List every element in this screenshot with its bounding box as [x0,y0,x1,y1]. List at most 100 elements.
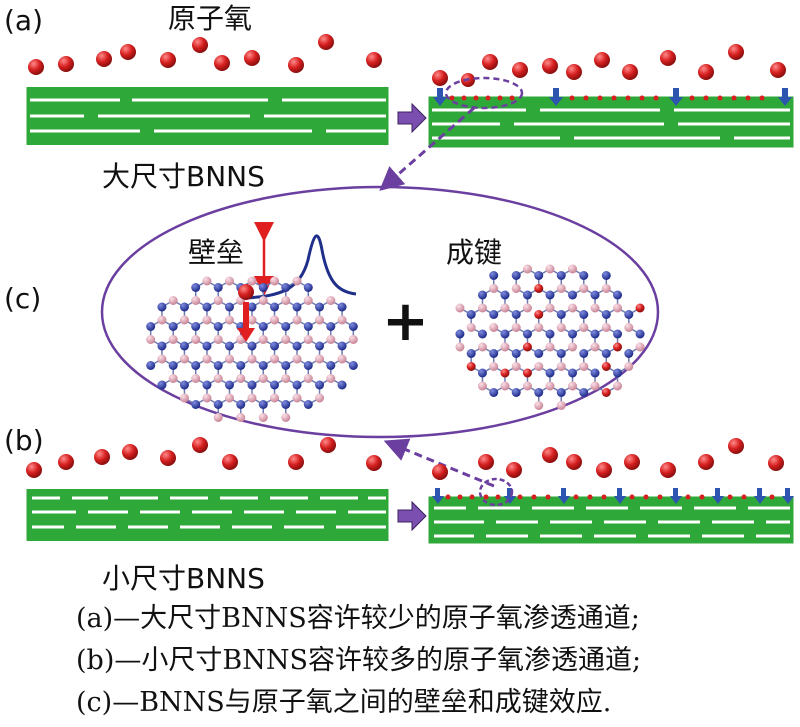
nitrogen-atom [326,361,336,370]
boron-atom [213,335,223,344]
boron-atom [303,374,313,383]
panel-label-a: (a) [4,4,43,37]
oxygen-atom [522,342,532,352]
boron-atom [489,323,499,332]
process-arrow-b [397,500,427,532]
incoming-oxygen-atom [238,284,254,300]
nitrogen-atom [489,310,499,319]
boron-atom [534,401,544,410]
boron-atom [455,342,465,352]
bn-lattice-pristine [146,276,358,422]
nitrogen-atom [601,310,611,319]
nitrogen-atom [568,290,578,300]
boron-atom [258,413,268,422]
boron-atom [303,335,313,344]
nitrogen-atom [455,329,465,339]
boron-atom [168,296,178,305]
small-bnns-label: 小尺寸BNNS [102,562,265,595]
boron-atom [179,393,189,403]
boron-atom [624,362,634,371]
nitrogen-atom [534,388,544,397]
large-bnns-label: 大尺寸BNNS [102,160,265,193]
boron-atom [455,303,465,313]
boron-atom [545,303,555,313]
nitrogen-atom [202,380,212,390]
nitrogen-atom [303,400,313,409]
penetration-arrows-a [433,88,792,106]
boron-atom [258,335,268,344]
nitrogen-atom [213,361,223,370]
oxygen-atom [613,342,623,352]
barrier-label: 壁垒 [188,236,244,269]
boron-atom [337,354,347,364]
nitrogen-atom [337,341,347,351]
nitrogen-atom [191,361,201,370]
oxygen-atom [500,368,510,378]
nitrogen-atom [348,322,358,331]
nitrogen-atom [477,329,487,339]
boron-atom [281,413,291,422]
nitrogen-atom [522,290,532,300]
boron-atom [315,393,325,403]
nitrogen-atom [191,400,201,409]
nitrogen-atom [579,310,589,319]
boron-atom [157,354,167,364]
panel-label-c: (c) [4,282,41,315]
nitrogen-atom [337,302,347,312]
boron-atom [191,296,201,305]
nitrogen-atom [292,380,302,390]
boron-atom [292,354,302,364]
boron-atom [568,264,578,274]
boron-atom [157,315,167,325]
nitrogen-atom [168,361,178,370]
nitrogen-atom [579,349,589,358]
boron-atom [315,354,325,364]
boron-atom [489,362,499,371]
boron-atom [236,374,246,383]
boron-atom [270,393,280,403]
nitrogen-atom [303,361,313,370]
nitrogen-atom [315,380,325,390]
nitrogen-atom [315,341,325,351]
boron-atom [624,323,634,332]
nitrogen-atom [545,329,555,339]
oxygen-atom [601,362,611,371]
nitrogen-atom [545,368,555,378]
nitrogen-atom [601,349,611,358]
nitrogen-atom [489,349,499,358]
boron-atom [292,393,302,403]
nitrogen-atom [635,329,645,339]
boron-atom [146,335,156,344]
boron-atom [247,393,257,403]
bn-lattice-oxidized [455,264,645,410]
nitrogen-atom [247,341,257,351]
boron-atom [224,354,234,364]
nitrogen-atom [613,329,623,339]
boron-atom [292,276,302,286]
nitrogen-atom [270,341,280,351]
nitrogen-atom [202,341,212,351]
boron-atom [168,335,178,344]
nitrogen-atom [179,341,189,351]
nitrogen-atom [601,271,611,280]
boron-atom [179,315,189,325]
nitrogen-atom [500,290,510,300]
boron-atom [270,276,280,286]
boron-atom [477,381,487,391]
nitrogen-atom [168,322,178,331]
nitrogen-atom [258,283,268,292]
oxygen-atoms-a-right [432,44,786,87]
boron-atom [613,381,623,391]
nitrogen-atom [157,341,167,351]
nitrogen-atom [258,322,268,331]
boron-atom [281,374,291,383]
boron-atom [568,303,578,313]
nitrogen-atom [568,368,578,378]
oxygen-atom [522,368,532,378]
nitrogen-atom [522,329,532,339]
nitrogen-atom [466,349,476,358]
boron-atom [613,303,623,313]
boron-atom [556,401,566,410]
oxygen-approach-arrow [237,302,255,342]
nitrogen-atom [489,271,499,280]
